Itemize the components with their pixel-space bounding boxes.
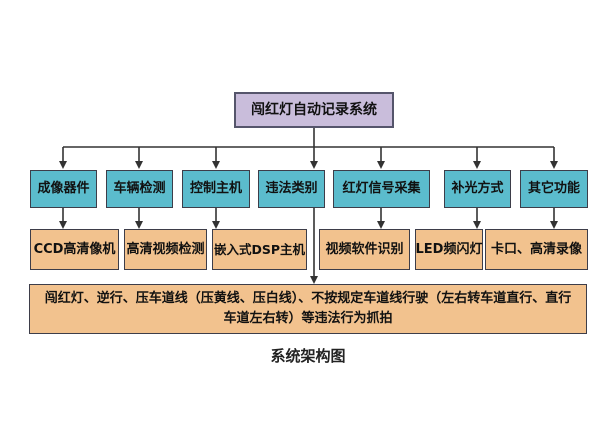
- node-detail-hd-video-detection: 高清视频检测: [124, 229, 207, 270]
- node-category-red-light-signal-capture: 红灯信号采集: [333, 170, 430, 208]
- node-detail-checkpoint-hd-recording: 卡口、高清录像: [485, 229, 588, 270]
- node-category-vehicle-detection: 车辆检测: [106, 170, 173, 208]
- diagram-caption: 系统架构图: [270, 347, 346, 365]
- node-detail-video-software-recognition: 视频软件识别: [319, 229, 410, 270]
- node-violation-capture-note: 闯红灯、逆行、压车道线（压黄线、压白线）、不按规定车道线行驶（左右转车道直行、直…: [29, 284, 587, 335]
- node-category-other-functions: 其它功能: [520, 170, 588, 208]
- node-category-control-host: 控制主机: [182, 170, 250, 208]
- node-detail-led-strobe-light: LED频闪灯: [415, 229, 483, 270]
- node-detail-embedded-dsp-host: 嵌入式DSP主机: [212, 229, 307, 270]
- node-category-imaging-device: 成像器件: [30, 170, 97, 208]
- node-detail-ccd-hd-camera: CCD高清像机: [30, 229, 119, 270]
- node-category-violation-type: 违法类别: [258, 170, 325, 208]
- node-category-fill-light-mode: 补光方式: [444, 170, 511, 208]
- node-root-system: 闯红灯自动记录系统: [234, 92, 394, 128]
